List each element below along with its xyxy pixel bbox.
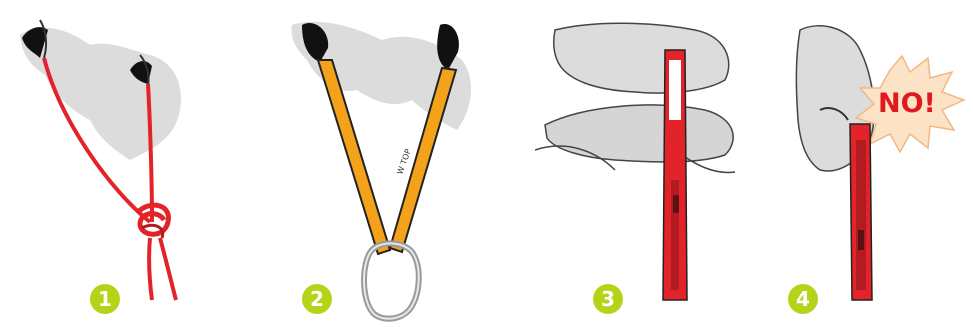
step-badge-1: 1: [90, 284, 120, 314]
step-number: 1: [98, 289, 112, 309]
illustration-wrong-thread: [770, 0, 973, 327]
svg-text:W TOP: W TOP: [395, 148, 413, 176]
step-badge-3: 3: [593, 284, 623, 314]
step-number: 3: [601, 289, 615, 309]
step-badge-4: 4: [788, 284, 818, 314]
illustration-slings-carabiner: W TOP: [262, 0, 492, 327]
step-number: 2: [310, 289, 324, 309]
panel-2: W TOP 2: [262, 0, 492, 327]
step-badge-2: 2: [302, 284, 332, 314]
panel-3: 3: [535, 0, 765, 327]
panel-4: NO! 4: [770, 0, 973, 327]
panel-1: 1: [0, 0, 240, 327]
illustration-cord-knot: [0, 0, 240, 327]
step-number: 4: [796, 289, 810, 309]
illustration-chockstone-loop: [535, 0, 765, 327]
warning-text: NO!: [878, 88, 936, 119]
